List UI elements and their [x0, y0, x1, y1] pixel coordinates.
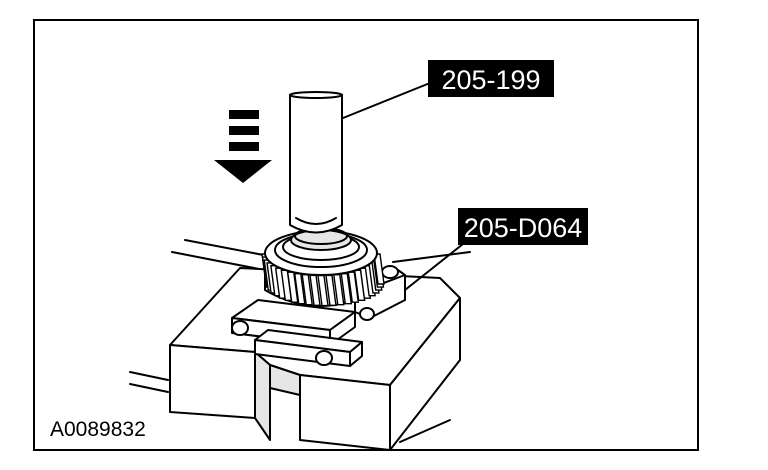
press-direction-arrow-icon: [214, 110, 272, 183]
callout-tool-2-text: 205-D064: [464, 213, 583, 243]
split-plate-tool: [231, 265, 406, 367]
callout-tool-1: 205-199: [428, 60, 554, 97]
callout-tool-1-text: 205-199: [441, 65, 540, 95]
leader-line-tool-1: [342, 82, 431, 119]
support-block: [169, 267, 461, 451]
figure-id-label: A0089832: [50, 418, 146, 441]
callout-tool-2: 205-D064: [458, 208, 588, 245]
installer-bar: [289, 91, 343, 234]
figure-frame: [33, 19, 699, 451]
leader-line-tool-2: [404, 239, 469, 291]
helical-gear: [261, 227, 385, 307]
gear-tooth: [373, 253, 385, 285]
